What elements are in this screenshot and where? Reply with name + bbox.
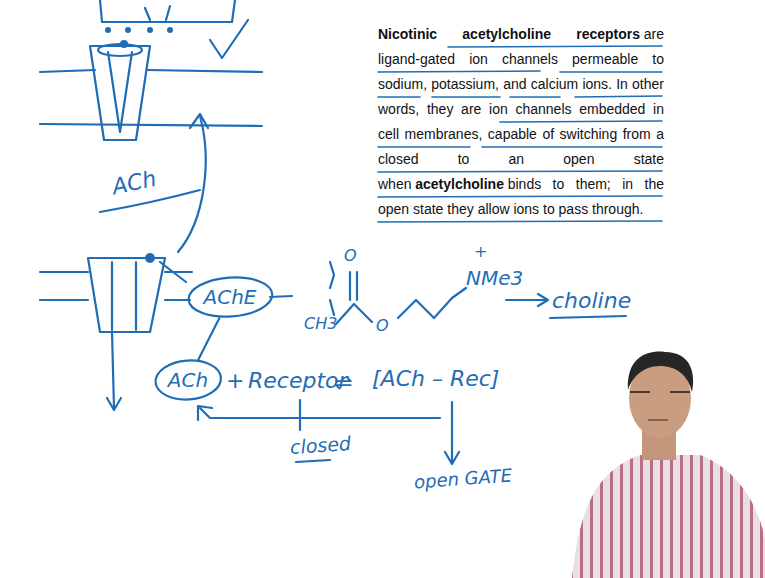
ach-dot: [147, 27, 153, 33]
down-arrow: [451, 402, 453, 462]
description-paragraph: Nicotinic acetylcholine receptorsare lig…: [378, 22, 664, 222]
circled-ligand: ACh: [154, 359, 222, 401]
atom-label: O: [344, 248, 357, 264]
presenter-figure: [572, 352, 765, 578]
release-arrows: [145, 6, 170, 20]
arrow-head: [445, 452, 459, 464]
atom-label: O: [376, 318, 389, 334]
arrow-head: [538, 294, 548, 306]
node-text: ACh: [168, 370, 208, 390]
pointer-line: [160, 262, 186, 282]
underline: [550, 316, 626, 318]
bond: [336, 304, 372, 324]
handwritten-label: choline: [552, 290, 631, 312]
atom-label: NMe3: [466, 268, 523, 288]
ach-dot: [105, 27, 111, 33]
ach-dot: [145, 253, 155, 263]
ion-channel: [108, 52, 132, 132]
double-bond: [350, 272, 357, 300]
node-text: AChE: [204, 287, 257, 307]
connector-line: [198, 317, 220, 360]
ion-channel: [88, 258, 165, 332]
membrane-line: [40, 70, 262, 72]
paragraph-text: are ligand-gated ion channels permeable …: [378, 26, 664, 192]
arrow-head: [190, 114, 208, 128]
branch-line: [299, 400, 301, 430]
circled-enzyme: AChE: [187, 276, 274, 318]
channel-gate: [98, 44, 142, 56]
ach-dot: [167, 27, 173, 33]
arrow-head: [107, 398, 121, 410]
handwritten-label: ACh: [110, 168, 158, 199]
reaction-arrow: [506, 299, 546, 301]
bold-term: acetylcholine: [415, 176, 504, 192]
membrane-line: [40, 124, 262, 126]
wavy-mark: [330, 262, 334, 315]
curved-arrow: [178, 116, 206, 252]
atom-label: CH3: [304, 316, 337, 332]
handwritten-label: open GATE: [413, 467, 512, 492]
bond: [398, 288, 466, 318]
ion-channel: [90, 46, 150, 140]
ion-channel: [112, 262, 136, 330]
membrane-line: [40, 271, 192, 273]
handwritten-label: Receptor: [248, 370, 348, 392]
check-mark: [210, 20, 248, 58]
bold-term: Nicotinic acetylcholine receptors: [378, 26, 640, 42]
arrow-head: [198, 406, 212, 420]
ach-dot: [125, 27, 131, 33]
equilibrium-arrow: ⇌: [334, 372, 352, 394]
vesicle-box: [100, 0, 235, 22]
return-arrow: [200, 408, 440, 418]
down-arrow: [112, 332, 114, 408]
ach-dot: [120, 40, 128, 48]
charge-sign: +: [474, 244, 487, 260]
handwritten-label: closed: [289, 434, 351, 457]
underline: [296, 460, 330, 462]
plus-sign: +: [226, 370, 244, 392]
complex-label: [ACh – Rec]: [372, 368, 499, 390]
